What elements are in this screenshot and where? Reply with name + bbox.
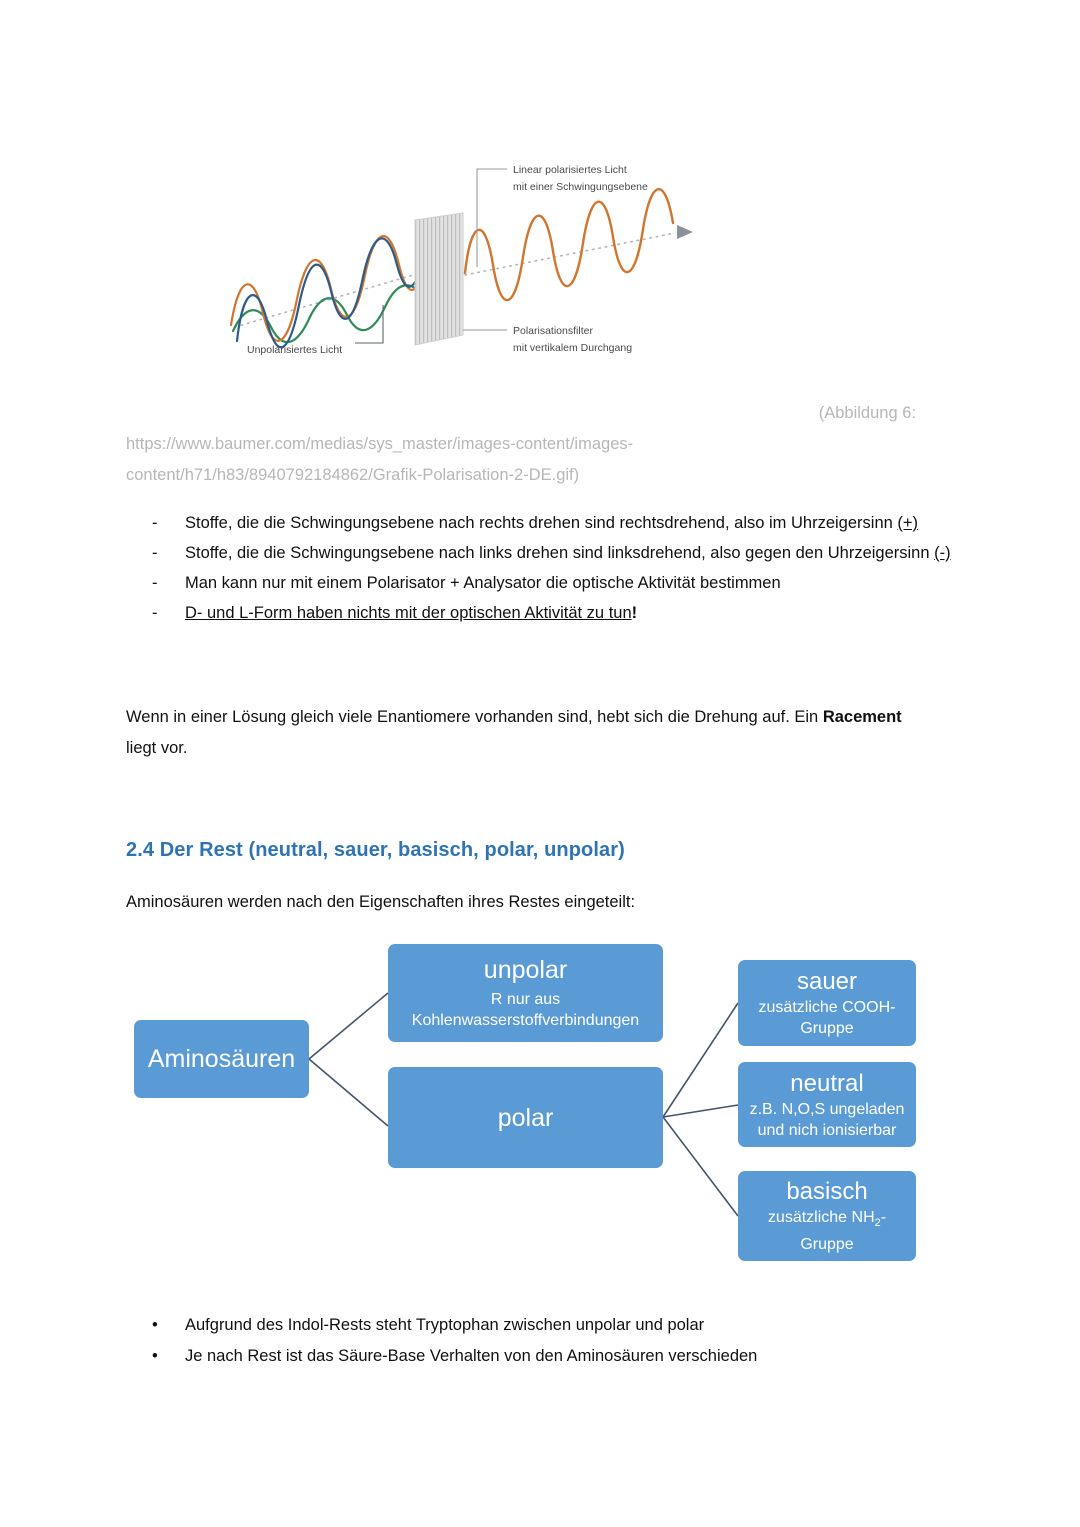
polarisation-figure: Linear polarisiertes Licht mit einer Sch… (215, 145, 715, 375)
intro-sentence: Aminosäuren werden nach den Eigenschafte… (126, 893, 636, 911)
amino-acid-classification-diagram: Aminosäuren unpolar R nur aus Kohlenwass… (126, 936, 936, 1276)
dash-marker: - (152, 604, 158, 622)
paragraph-bold-term: Racement (822, 708, 902, 726)
paragraph-part-2: liegt vor. (126, 739, 188, 757)
figure-label-linear-line1: Linear polarisiertes Licht (513, 164, 627, 176)
dash-bullet-list: - Stoffe, die die Schwingungsebene nach … (152, 508, 952, 628)
list-item-bold: ! (631, 604, 638, 622)
list-item-text: Man kann nur mit einem Polarisator + Ana… (185, 568, 952, 598)
subscript-two: 2 (874, 1217, 881, 1230)
diagram-box-title: polar (497, 1103, 554, 1132)
polarisation-filter (414, 212, 464, 346)
list-item: • Je nach Rest ist das Säure-Base Verhal… (152, 1341, 952, 1372)
list-item: - D- und L-Form haben nichts mit der opt… (152, 598, 952, 628)
diagram-box-unpolar[interactable]: unpolar R nur aus Kohlenwasserstoffverbi… (388, 944, 663, 1042)
bottom-bullet-list: • Aufgrund des Indol-Rests steht Tryptop… (152, 1310, 952, 1372)
diagram-box-subtitle-2: Kohlenwasserstoffverbindungen (411, 1012, 640, 1029)
diagram-box-title: basisch (786, 1177, 868, 1205)
list-item-text: Aufgrund des Indol-Rests steht Tryptopha… (185, 1316, 705, 1334)
list-item-text: Stoffe, die die Schwingungsebene nach re… (185, 508, 952, 538)
diagram-box-subtitle-1: zusätzliche COOH- (758, 999, 896, 1016)
dash-marker: - (152, 574, 158, 592)
diagram-box-title: Aminosäuren (147, 1045, 296, 1073)
list-item-underlined: (+) (897, 514, 919, 532)
diagram-box-basisch[interactable]: basisch zusätzliche NH2- Gruppe (738, 1171, 916, 1261)
diagram-box-title: unpolar (483, 956, 568, 984)
caption-line-3: content/h71/h83/8940792184862/Grafik-Pol… (126, 466, 580, 484)
list-item-plain: Stoffe, die die Schwingungsebene nach li… (185, 544, 935, 562)
dash-marker: - (152, 514, 158, 532)
diagram-box-subtitle-2: Gruppe (800, 1020, 854, 1037)
diagram-box-title: sauer (796, 968, 858, 995)
racement-paragraph: Wenn in einer Lösung gleich viele Enanti… (126, 702, 926, 764)
wave-polarised (463, 188, 675, 302)
list-item-underlined: D- und L-Form haben nichts mit der optis… (185, 604, 632, 622)
list-item: - Stoffe, die die Schwingungsebene nach … (152, 538, 952, 568)
diagram-box-subtitle-1: zusätzliche NH2- (768, 1207, 886, 1234)
diagram-box-subtitle-2: Gruppe (800, 1236, 854, 1254)
list-item-text: Stoffe, die die Schwingungsebene nach li… (185, 538, 952, 568)
bullet-marker: • (152, 1316, 158, 1334)
leader-line-unpolarised (355, 305, 384, 344)
axis-dotted-right (464, 232, 676, 276)
list-item-text: D- und L-Form haben nichts mit der optis… (185, 598, 952, 628)
section-heading: 2.4 Der Rest (neutral, sauer, basisch, p… (126, 838, 625, 861)
list-item: • Aufgrund des Indol-Rests steht Tryptop… (152, 1310, 952, 1341)
figure-label-filter-line2: mit vertikalem Durchgang (513, 342, 632, 354)
figure-label-unpolarised: Unpolarisiertes Licht (247, 344, 342, 356)
diagram-box-aminosaeuren[interactable]: Aminosäuren (134, 1020, 309, 1098)
dash-marker: - (152, 544, 158, 562)
subtitle-prefix: zusätzliche NH (767, 1208, 875, 1226)
diagram-box-neutral[interactable]: neutral z.B. N,O,S ungeladen und nich io… (738, 1062, 916, 1147)
caption-line-2: https://www.baumer.com/medias/sys_master… (126, 435, 634, 453)
connector-root-polar (308, 1058, 389, 1127)
connector-polar-sauer (662, 1002, 739, 1118)
diagram-box-subtitle-1: R nur aus (490, 991, 561, 1008)
figure-caption: (Abbildung 6: https://www.baumer.com/med… (126, 398, 916, 491)
list-item-plain: Man kann nur mit einem Polarisator + Ana… (185, 574, 781, 592)
list-item: - Stoffe, die die Schwingungsebene nach … (152, 508, 952, 538)
caption-line-1: (Abbildung 6: (818, 404, 916, 422)
diagram-box-polar[interactable]: polar (388, 1067, 663, 1168)
figure-label-filter-line1: Polarisationsfilter (513, 325, 593, 337)
leader-line-linear (476, 168, 507, 267)
connector-polar-basisch (662, 1116, 739, 1217)
list-item-text: Je nach Rest ist das Säure-Base Verhalte… (185, 1347, 758, 1365)
list-item: - Man kann nur mit einem Polarisator + A… (152, 568, 952, 598)
diagram-box-subtitle-1: z.B. N,O,S ungeladen (749, 1100, 905, 1118)
diagram-box-subtitle-2: und nich ionisierbar (757, 1121, 897, 1139)
diagram-box-sauer[interactable]: sauer zusätzliche COOH- Gruppe (738, 960, 916, 1046)
wave-green (231, 284, 425, 344)
list-item-underlined: (-) (934, 544, 951, 562)
list-item-plain: Stoffe, die die Schwingungsebene nach re… (185, 514, 898, 532)
wave-blue-left (235, 237, 422, 349)
connector-root-unpolar (308, 992, 389, 1060)
direction-arrow-icon (677, 225, 693, 239)
connector-polar-neutral (662, 1104, 739, 1118)
paragraph-part-1: Wenn in einer Lösung gleich viele Enanti… (126, 708, 823, 726)
figure-label-linear-line2: mit einer Schwingungsebene (513, 181, 648, 193)
subtitle-suffix: - (880, 1208, 887, 1226)
bullet-marker: • (152, 1347, 158, 1365)
diagram-box-title: neutral (790, 1069, 864, 1097)
